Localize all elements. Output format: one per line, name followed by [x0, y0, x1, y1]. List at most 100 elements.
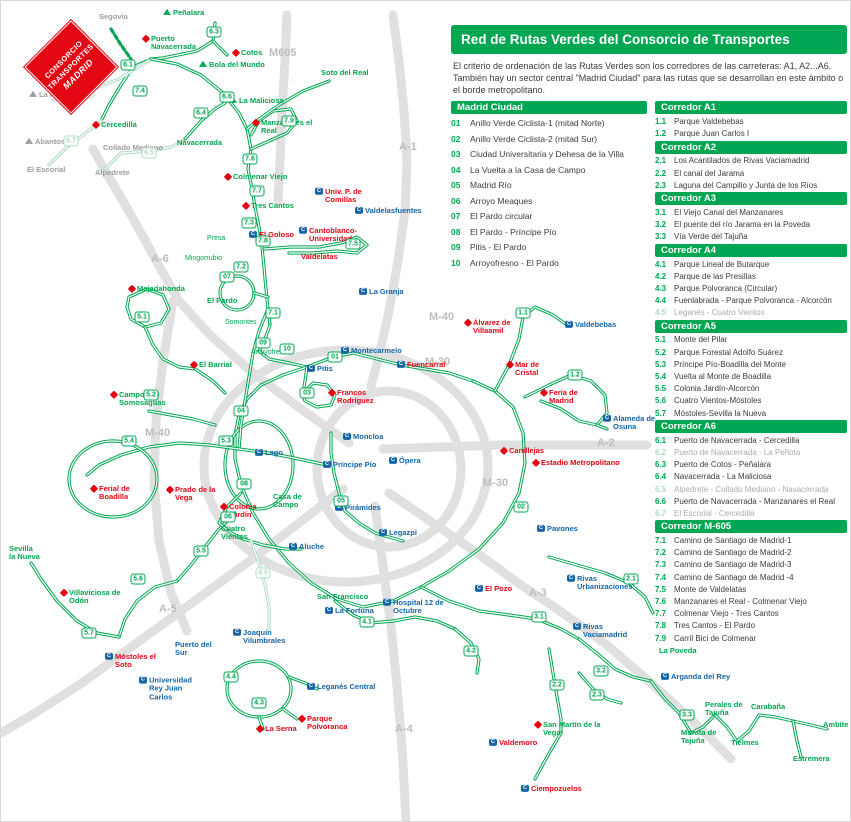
place-label: Cuatro Vientos: [221, 524, 259, 542]
poster-description: El criterio de ordenación de las Rutas V…: [451, 54, 847, 102]
place-label: Navacerrada: [177, 138, 222, 147]
legend-item-number: 2.3: [655, 180, 667, 190]
place-name: Majadahonda: [137, 283, 185, 293]
highway-label: M-40: [145, 427, 171, 439]
place-name: Aluche: [299, 541, 325, 551]
place-name: Prado de la Vega: [175, 484, 216, 502]
highway-label: A-5: [159, 603, 177, 615]
legend-item-label: Puerto de Navacerrada - La Peñota: [674, 447, 801, 457]
legend-item-number: 1.2: [655, 129, 667, 139]
legend-item-label: Monte del Pilar: [674, 335, 728, 345]
route-badge-01: 01: [327, 351, 343, 363]
route-badge-1.1: 1.1: [515, 307, 531, 319]
cercanias-icon: C: [307, 682, 315, 690]
legend-section-title: Corredor A6: [655, 420, 847, 434]
place-label: San Martín de la Vega: [533, 720, 601, 738]
legend-item-number: 4.1: [655, 259, 667, 269]
place-name: Leganés Central: [317, 681, 376, 691]
place-name: Mar de Cristal: [515, 359, 540, 377]
legend-item-label: Cuatro Vientos-Móstoles: [674, 396, 762, 406]
cercanias-icon: C: [379, 528, 387, 536]
place-label: Villaviciosa de Odón: [59, 588, 123, 606]
place-name: Bola del Mundo: [209, 59, 265, 69]
legend-item-number: 2.2: [655, 168, 667, 178]
route-pardo-connect: [253, 292, 269, 298]
cercanias-icon: C: [233, 628, 241, 636]
cercanias-icon: C: [325, 606, 333, 614]
legend-item-label: El Pardo - Príncipe Pío: [470, 226, 557, 237]
legend-item-number: 4.4: [655, 296, 667, 306]
place-label: Álvarez de Villaamil: [463, 318, 523, 336]
legend-item-number: 7.1: [655, 536, 667, 546]
route-badge-5.5: 5.5: [193, 545, 209, 557]
place-name: Canillejas: [509, 445, 545, 455]
place-name: El Pardo: [207, 295, 238, 305]
place-label: El Escorial: [27, 165, 65, 174]
legend-item-number: 07: [451, 211, 461, 222]
cercanias-icon: C: [105, 652, 113, 660]
peak-icon: [199, 60, 207, 67]
route-badge-1.2: 1.2: [567, 369, 583, 381]
legend-item-label: Tres Cantos - El Pardo: [674, 621, 756, 631]
metro-icon: [533, 720, 543, 729]
place-name: Valdelasfuentes: [365, 205, 422, 215]
route-4.1: [334, 600, 456, 630]
legend-item-number: 5.4: [655, 372, 667, 382]
legend-item-label: La Vuelta a la Casa de Campo: [470, 164, 586, 175]
place-label: Ambite: [823, 720, 848, 729]
place-name: Univ. P. de Comillas: [325, 186, 362, 204]
place-label: El Pardo: [207, 295, 238, 305]
route-badge-7.4: 7.4: [132, 85, 148, 97]
route-estremera-branch: [792, 720, 802, 758]
place-label: La Maliciosa: [229, 96, 284, 105]
route-alameda-spur: [596, 424, 608, 430]
route-badge-6.4: 6.4: [193, 107, 209, 119]
cercanias-icon: C: [335, 503, 343, 511]
place-label: Colonia Jardín: [219, 502, 267, 520]
cercanias-icon: C: [489, 738, 497, 746]
place-label: El Barrial: [189, 360, 232, 370]
route-badge-3.2: 3.2: [593, 665, 609, 677]
route-5.6: [118, 580, 178, 638]
place-name: San Francisco: [317, 591, 369, 601]
road-A-6: [88, 144, 354, 448]
cercanias-icon: C: [323, 460, 331, 468]
highway-label: M-30: [483, 477, 509, 489]
route-badge-5.7: 5.7: [81, 627, 97, 639]
consorcio-transportes-madrid-logo: CONSORCIO TRANSPORTES MADRID: [25, 21, 117, 113]
cercanias-icon: C: [567, 574, 575, 582]
legend-item-number: 3.1: [655, 207, 667, 217]
legend-item-label: Camino de Santiago de Madrid-3: [674, 560, 792, 570]
legend-item-label: Arroyo Meaques: [470, 195, 533, 206]
place-label: Colmenar Viejo: [223, 172, 287, 182]
place-name: Alpedrete: [95, 167, 130, 177]
legend-item-label: Camino de Santiago de Madrid-1: [674, 536, 792, 546]
place-name: Feria de Madrid: [549, 387, 578, 405]
place-label: Francos Rodríguez: [327, 388, 383, 406]
cercanias-icon: C: [315, 187, 323, 195]
legend-item-number: 6.2: [655, 447, 667, 457]
legend-item-number: 08: [451, 226, 461, 237]
